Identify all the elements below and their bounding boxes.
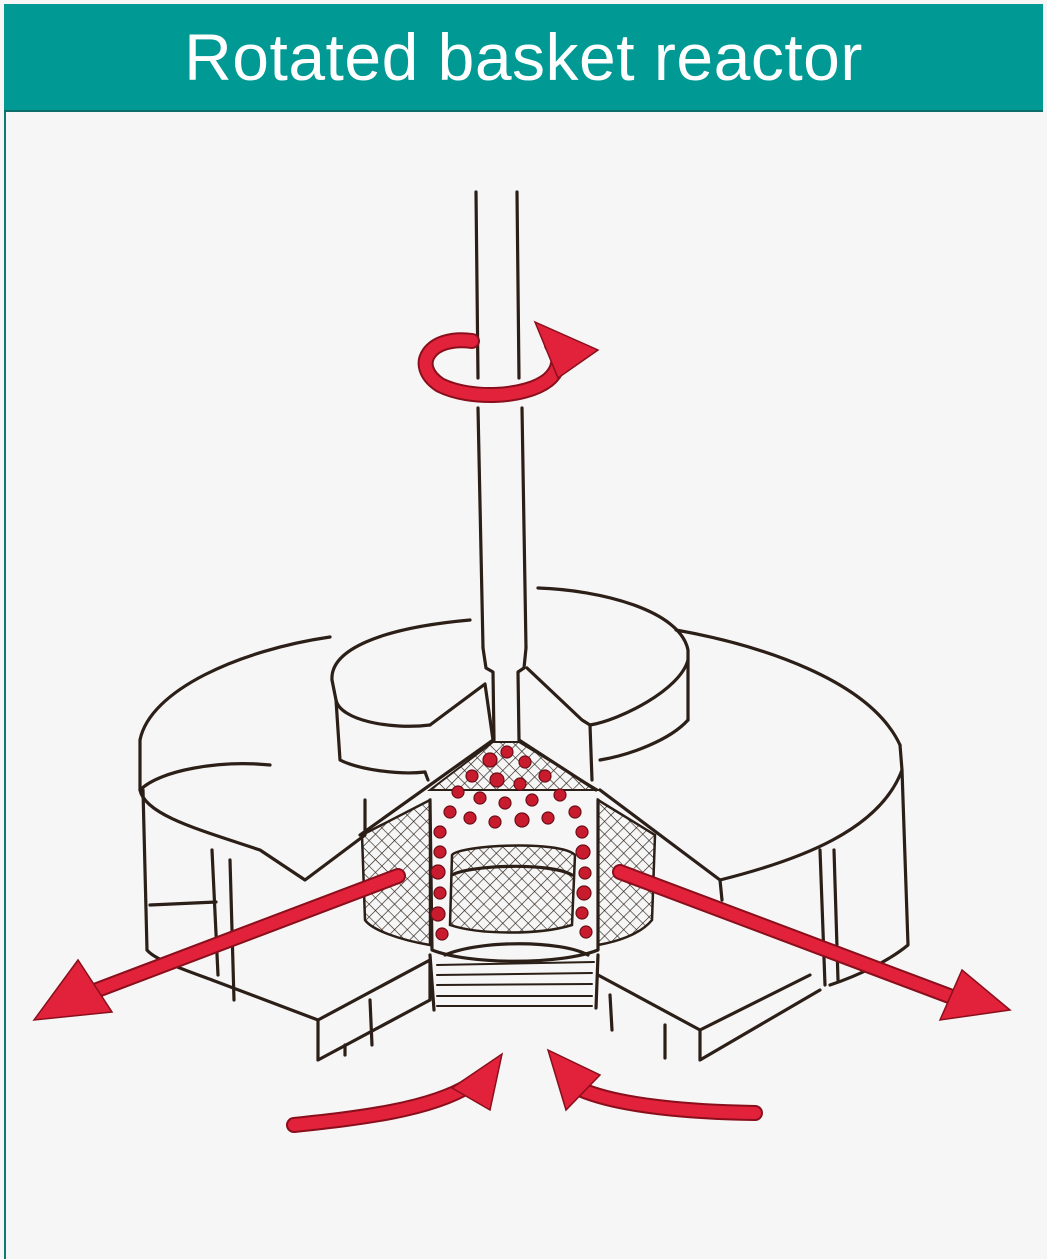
slide-title: Rotated basket reactor xyxy=(184,24,863,90)
reactor-diagram xyxy=(6,112,1047,1259)
title-bar: Rotated basket reactor xyxy=(4,4,1043,112)
outflow-arrow-left xyxy=(34,876,398,1020)
catalyst-basket xyxy=(362,742,655,961)
inflow-arrow-right xyxy=(548,1050,755,1113)
outflow-arrow-right xyxy=(620,872,1010,1020)
inflow-arrow-left xyxy=(294,1054,502,1125)
stirrer-shaft xyxy=(476,192,526,740)
rotation-arrow xyxy=(426,322,598,395)
